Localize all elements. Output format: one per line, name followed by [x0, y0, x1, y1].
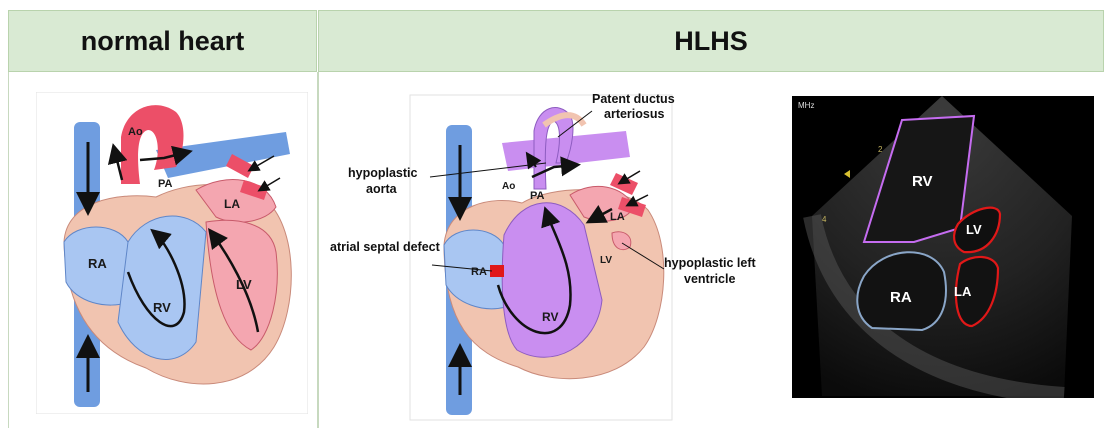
- header-hlhs-text: HLHS: [674, 26, 748, 57]
- echo-image: MHz 2 4 RV LV LA RA: [792, 96, 1094, 398]
- annotation-asd: atrial septal defect: [330, 240, 441, 254]
- hlhs-label-lv: LV: [600, 255, 612, 266]
- hlhs-label-rv: RV: [542, 310, 558, 324]
- hlhs-label-la: LA: [610, 211, 625, 223]
- echo-mhz-label: MHz: [798, 101, 814, 110]
- echo-label-ra: RA: [890, 289, 912, 306]
- annotation-hlv-line1: hypoplastic left: [664, 256, 757, 270]
- hlhs-label-ao: Ao: [502, 181, 515, 192]
- label-ra: RA: [88, 256, 107, 271]
- column-divider: [317, 72, 319, 428]
- annotation-hlv-line2: ventricle: [684, 272, 735, 286]
- hlhs-label-pa: PA: [530, 190, 545, 202]
- right-ventricle: [118, 216, 206, 359]
- header-normal-heart-text: normal heart: [81, 26, 245, 57]
- echo-label-la: LA: [954, 284, 972, 299]
- hlhs-label-ra: RA: [471, 266, 487, 278]
- label-ao: Ao: [128, 126, 143, 138]
- echo-depth-mark-2: 2: [878, 145, 883, 154]
- annotation-pda-line2: arteriosus: [604, 107, 664, 121]
- annotation-hypo-aorta-line1: hypoplastic: [348, 166, 418, 180]
- label-pa: PA: [158, 178, 173, 190]
- echo-label-rv: RV: [912, 173, 933, 190]
- asd-marker: [490, 265, 504, 277]
- header-hlhs: HLHS: [318, 10, 1104, 72]
- hlhs-heart-diagram: Ao PA LA RA RV LV Patent ductus arterios…: [322, 85, 784, 425]
- label-la: LA: [224, 197, 240, 211]
- header-normal-heart: normal heart: [8, 10, 317, 72]
- annotation-pda-line1: Patent ductus: [592, 92, 675, 106]
- echo-depth-mark-4: 4: [822, 215, 827, 224]
- annotation-hypo-aorta-line2: aorta: [366, 182, 398, 196]
- echo-label-lv: LV: [966, 222, 982, 237]
- label-lv: LV: [236, 277, 252, 292]
- left-panel-edge: [8, 72, 9, 428]
- label-rv: RV: [153, 300, 171, 315]
- normal-heart-diagram: Ao PA LA RA RV LV: [36, 92, 308, 414]
